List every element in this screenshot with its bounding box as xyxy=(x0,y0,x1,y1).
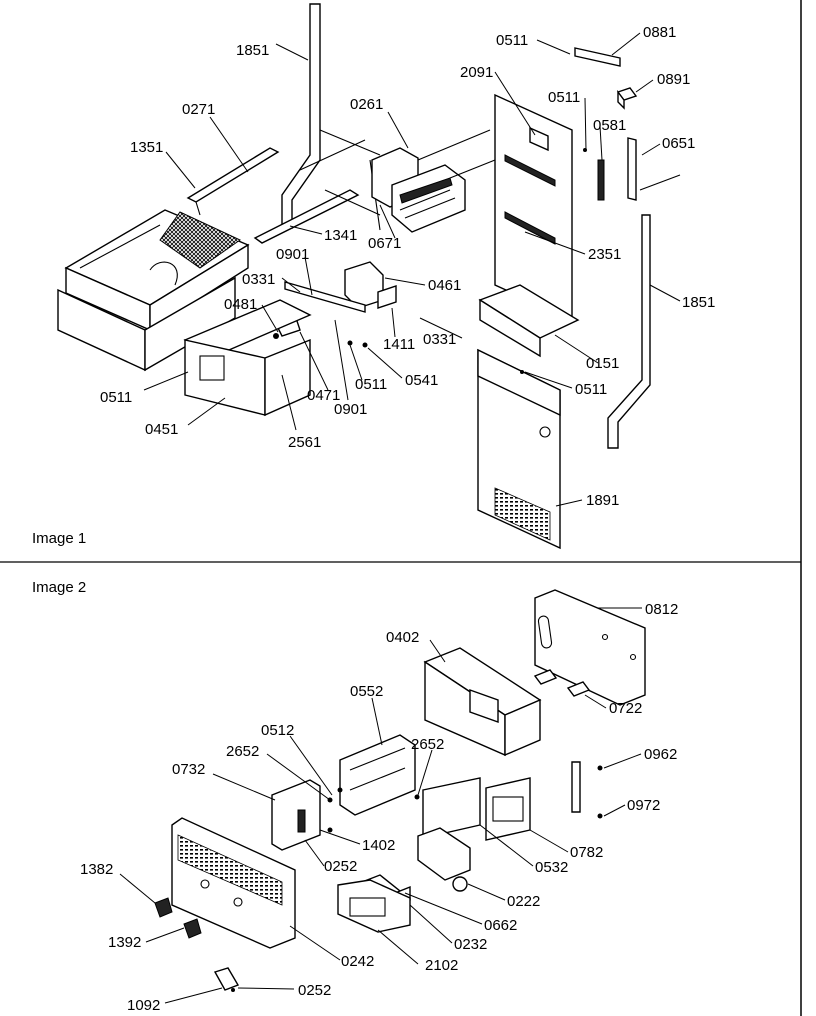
label-0481: 0481 xyxy=(224,296,257,313)
housing-0402 xyxy=(423,647,542,757)
label-0901: 0901 xyxy=(334,401,367,418)
back-panel xyxy=(494,93,573,322)
image2-labels: 0812 0402 0722 0552 0512 2652 2652 0732 … xyxy=(80,601,678,1014)
label-1092: 1092 xyxy=(127,997,160,1014)
label-0331: 0331 xyxy=(242,271,275,288)
label-0511: 0511 xyxy=(100,389,132,406)
label-2561: 2561 xyxy=(288,434,321,451)
label-0451: 0451 xyxy=(145,421,178,438)
label-0581: 0581 xyxy=(593,117,626,134)
part-0581 xyxy=(597,159,605,201)
label-0242: 0242 xyxy=(341,953,374,970)
label-0511: 0511 xyxy=(575,381,607,398)
label-0511: 0511 xyxy=(548,89,580,106)
bar-1341 xyxy=(253,189,360,244)
label-1351: 1351 xyxy=(130,139,163,156)
label-0461: 0461 xyxy=(428,277,461,294)
label-0252: 0252 xyxy=(324,858,357,875)
label-0271: 0271 xyxy=(182,101,215,118)
label-0972: 0972 xyxy=(627,797,660,814)
label-0512: 0512 xyxy=(261,722,294,739)
grille-housing-0242 xyxy=(171,817,296,949)
label-1851: 1851 xyxy=(236,42,269,59)
label-0402: 0402 xyxy=(386,629,419,646)
bar-0901 xyxy=(284,281,366,313)
channel-1851-right xyxy=(607,214,651,449)
label-2652: 2652 xyxy=(411,736,444,753)
label-0962: 0962 xyxy=(644,746,677,763)
image1-labels: 1851 0271 1351 0261 2091 0511 0881 0891 … xyxy=(100,24,715,509)
channel-1851-left xyxy=(281,3,321,229)
frame-0552 xyxy=(339,734,416,816)
label-1392: 1392 xyxy=(108,934,141,951)
label-0151: 0151 xyxy=(586,355,619,372)
housing-0451 xyxy=(183,299,312,417)
label-1411: 1411 xyxy=(383,336,415,353)
image2-leaders xyxy=(119,607,642,1004)
label-0662: 0662 xyxy=(484,917,517,934)
label-0881: 0881 xyxy=(643,24,676,41)
label-0541: 0541 xyxy=(405,372,438,389)
strip-0962 xyxy=(571,761,581,813)
label-0471: 0471 xyxy=(307,387,340,404)
part-0651 xyxy=(627,137,637,201)
label-0252: 0252 xyxy=(298,982,331,999)
motor-0222 xyxy=(417,827,471,881)
bracket-0732 xyxy=(271,779,321,851)
pin-0722 xyxy=(566,681,591,697)
bracket-0812 xyxy=(534,589,646,706)
image2-diagram xyxy=(154,589,646,992)
label-0671: 0671 xyxy=(368,235,401,252)
label-0331: 0331 xyxy=(423,331,456,348)
label-2652: 2652 xyxy=(226,743,259,760)
part-1411 xyxy=(377,285,397,309)
label-1382: 1382 xyxy=(80,861,113,878)
label-2351: 2351 xyxy=(588,246,621,263)
knob-1392 xyxy=(183,918,202,939)
image1-leaders xyxy=(143,32,681,507)
label-0532: 0532 xyxy=(535,859,568,876)
label-1851: 1851 xyxy=(682,294,715,311)
label-0901: 0901 xyxy=(276,246,309,263)
cover-0532 xyxy=(422,777,481,839)
label-0222: 0222 xyxy=(507,893,540,910)
label-0891: 0891 xyxy=(657,71,690,88)
label-1341: 1341 xyxy=(324,227,357,244)
label-0812: 0812 xyxy=(645,601,678,618)
label-2091: 2091 xyxy=(460,64,493,81)
image2-title: Image 2 xyxy=(32,579,86,596)
label-1402: 1402 xyxy=(362,837,395,854)
label-0261: 0261 xyxy=(350,96,383,113)
label-0651: 0651 xyxy=(662,135,695,152)
cube-0891 xyxy=(616,87,638,110)
label-0232: 0232 xyxy=(454,936,487,953)
plate-1092 xyxy=(213,967,240,991)
frame-2102 xyxy=(337,879,411,933)
image1-diagram xyxy=(57,3,681,550)
panel-1891 xyxy=(477,348,561,550)
label-1891: 1891 xyxy=(586,492,619,509)
label-0552: 0552 xyxy=(350,683,383,700)
label-0511: 0511 xyxy=(496,32,528,49)
bracket-0881 xyxy=(574,47,621,67)
label-0511: 0511 xyxy=(355,376,387,393)
label-0722: 0722 xyxy=(609,700,642,717)
knob-1382 xyxy=(154,897,173,918)
pin-0722 xyxy=(533,669,558,685)
label-0732: 0732 xyxy=(172,761,205,778)
ice-bucket xyxy=(57,209,250,372)
rail-0271 xyxy=(186,147,280,203)
image1-title: Image 1 xyxy=(32,530,86,547)
label-0782: 0782 xyxy=(570,844,603,861)
ice-maker-0261 xyxy=(371,129,496,233)
label-2102: 2102 xyxy=(425,957,458,974)
